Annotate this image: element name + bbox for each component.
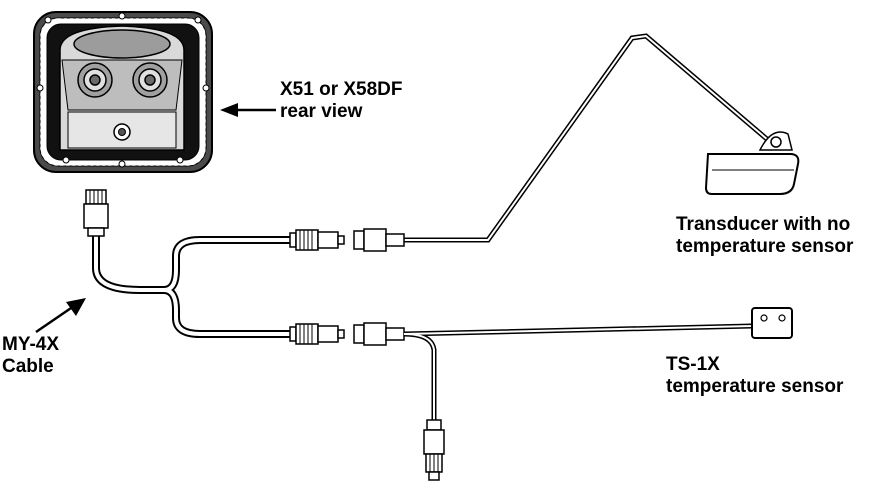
ts1x-temperature-sensor [403,307,793,481]
unit-label-line2: rear view [280,101,363,122]
temp-sensor-label-line2: temperature sensor [666,376,844,397]
transducer-label-line2: temperature sensor [676,236,854,257]
sonar-unit-rear [33,11,213,173]
cable-label-line1: MY-4X [2,334,60,355]
cable-pointer-arrow [35,298,86,334]
unit-label: X51 or X58DF rear view [280,79,403,123]
unit-label-line1: X51 or X58DF [280,79,403,100]
temp-sensor-label-line1: TS-1X [666,354,720,375]
temp-sensor-label: TS-1X temperature sensor [666,354,843,398]
temp-sensor-connector [353,322,405,346]
cable-label-line2: Cable [2,356,54,377]
cable-label: MY-4X Cable [2,334,59,378]
transducer-connector [353,228,405,252]
transducer-label: Transducer with no temperature sensor [676,214,853,258]
my4x-y-cable [83,189,345,345]
transducer-label-line1: Transducer with no [676,214,851,235]
unit-pointer-arrow [220,103,276,117]
transducer [404,33,800,243]
